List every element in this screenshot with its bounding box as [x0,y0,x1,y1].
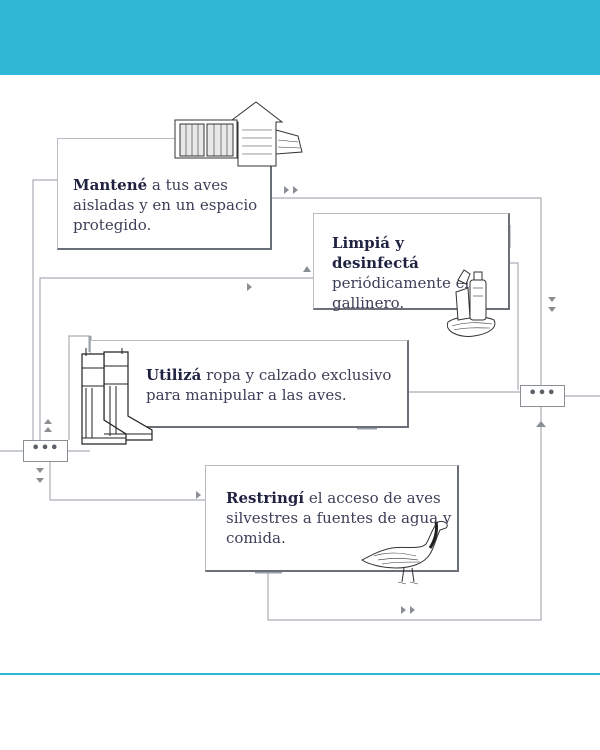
step-card-clothing: Utilizá ropa y calzado exclusivo para ma… [90,340,409,428]
connector-line [39,277,313,440]
step-heading: Utilizá [146,366,202,384]
arrowhead-down [548,297,556,302]
arrowhead-right [196,491,201,499]
step-card-isolate: Mantené a tus aves aisladas y en un espa… [57,138,272,250]
arrowhead-up [303,266,311,272]
connector-line [267,407,542,621]
bottom-rule [0,673,600,675]
step-text: Utilizá ropa y calzado exclusivo para ma… [146,365,406,405]
cleaning-supplies-icon [446,269,496,337]
connector-line [272,197,542,385]
arrowhead-right [401,606,406,614]
arrowhead-right [284,186,289,194]
step-description: el acceso de aves silvestres a fuentes d… [226,489,452,547]
arrowhead-right [293,186,298,194]
connector-line [510,262,519,390]
connector-line [49,462,205,501]
connector-line [32,179,57,440]
connector-node-left: ••• [23,440,68,462]
step-description: a tus aves aisladas y en un espacio prot… [73,176,258,234]
arrowhead-right [247,283,252,291]
step-text: Mantené a tus aves aisladas y en un espa… [73,175,268,235]
arrowhead-down [548,307,556,312]
step-description: periódicamente el gallinero. [332,274,470,312]
chicken-coop-icon [174,101,303,167]
arrowhead-down [36,468,44,473]
arrowhead-up [536,421,546,427]
top-banner [0,0,600,75]
step-description: ropa y calzado exclusivo para manipular … [146,366,392,404]
step-heading: Limpiá y desinfectá [332,234,419,272]
arrowhead-right [410,606,415,614]
step-heading: Mantené [73,176,148,194]
step-card-clean: Limpiá y desinfectá periódicamente el ga… [313,213,510,313]
arrowhead-down [36,478,44,483]
step-heading: Restringí [226,489,305,507]
connector-node-right: ••• [520,385,565,407]
step-text: Restringí el acceso de aves silvestres a… [226,488,456,548]
goose-icon [361,521,448,585]
arrowhead-up [44,419,52,424]
arrowhead-up [44,427,52,432]
step-text: Limpiá y desinfectá periódicamente el ga… [332,233,492,313]
rubber-boots-icon [81,348,153,445]
